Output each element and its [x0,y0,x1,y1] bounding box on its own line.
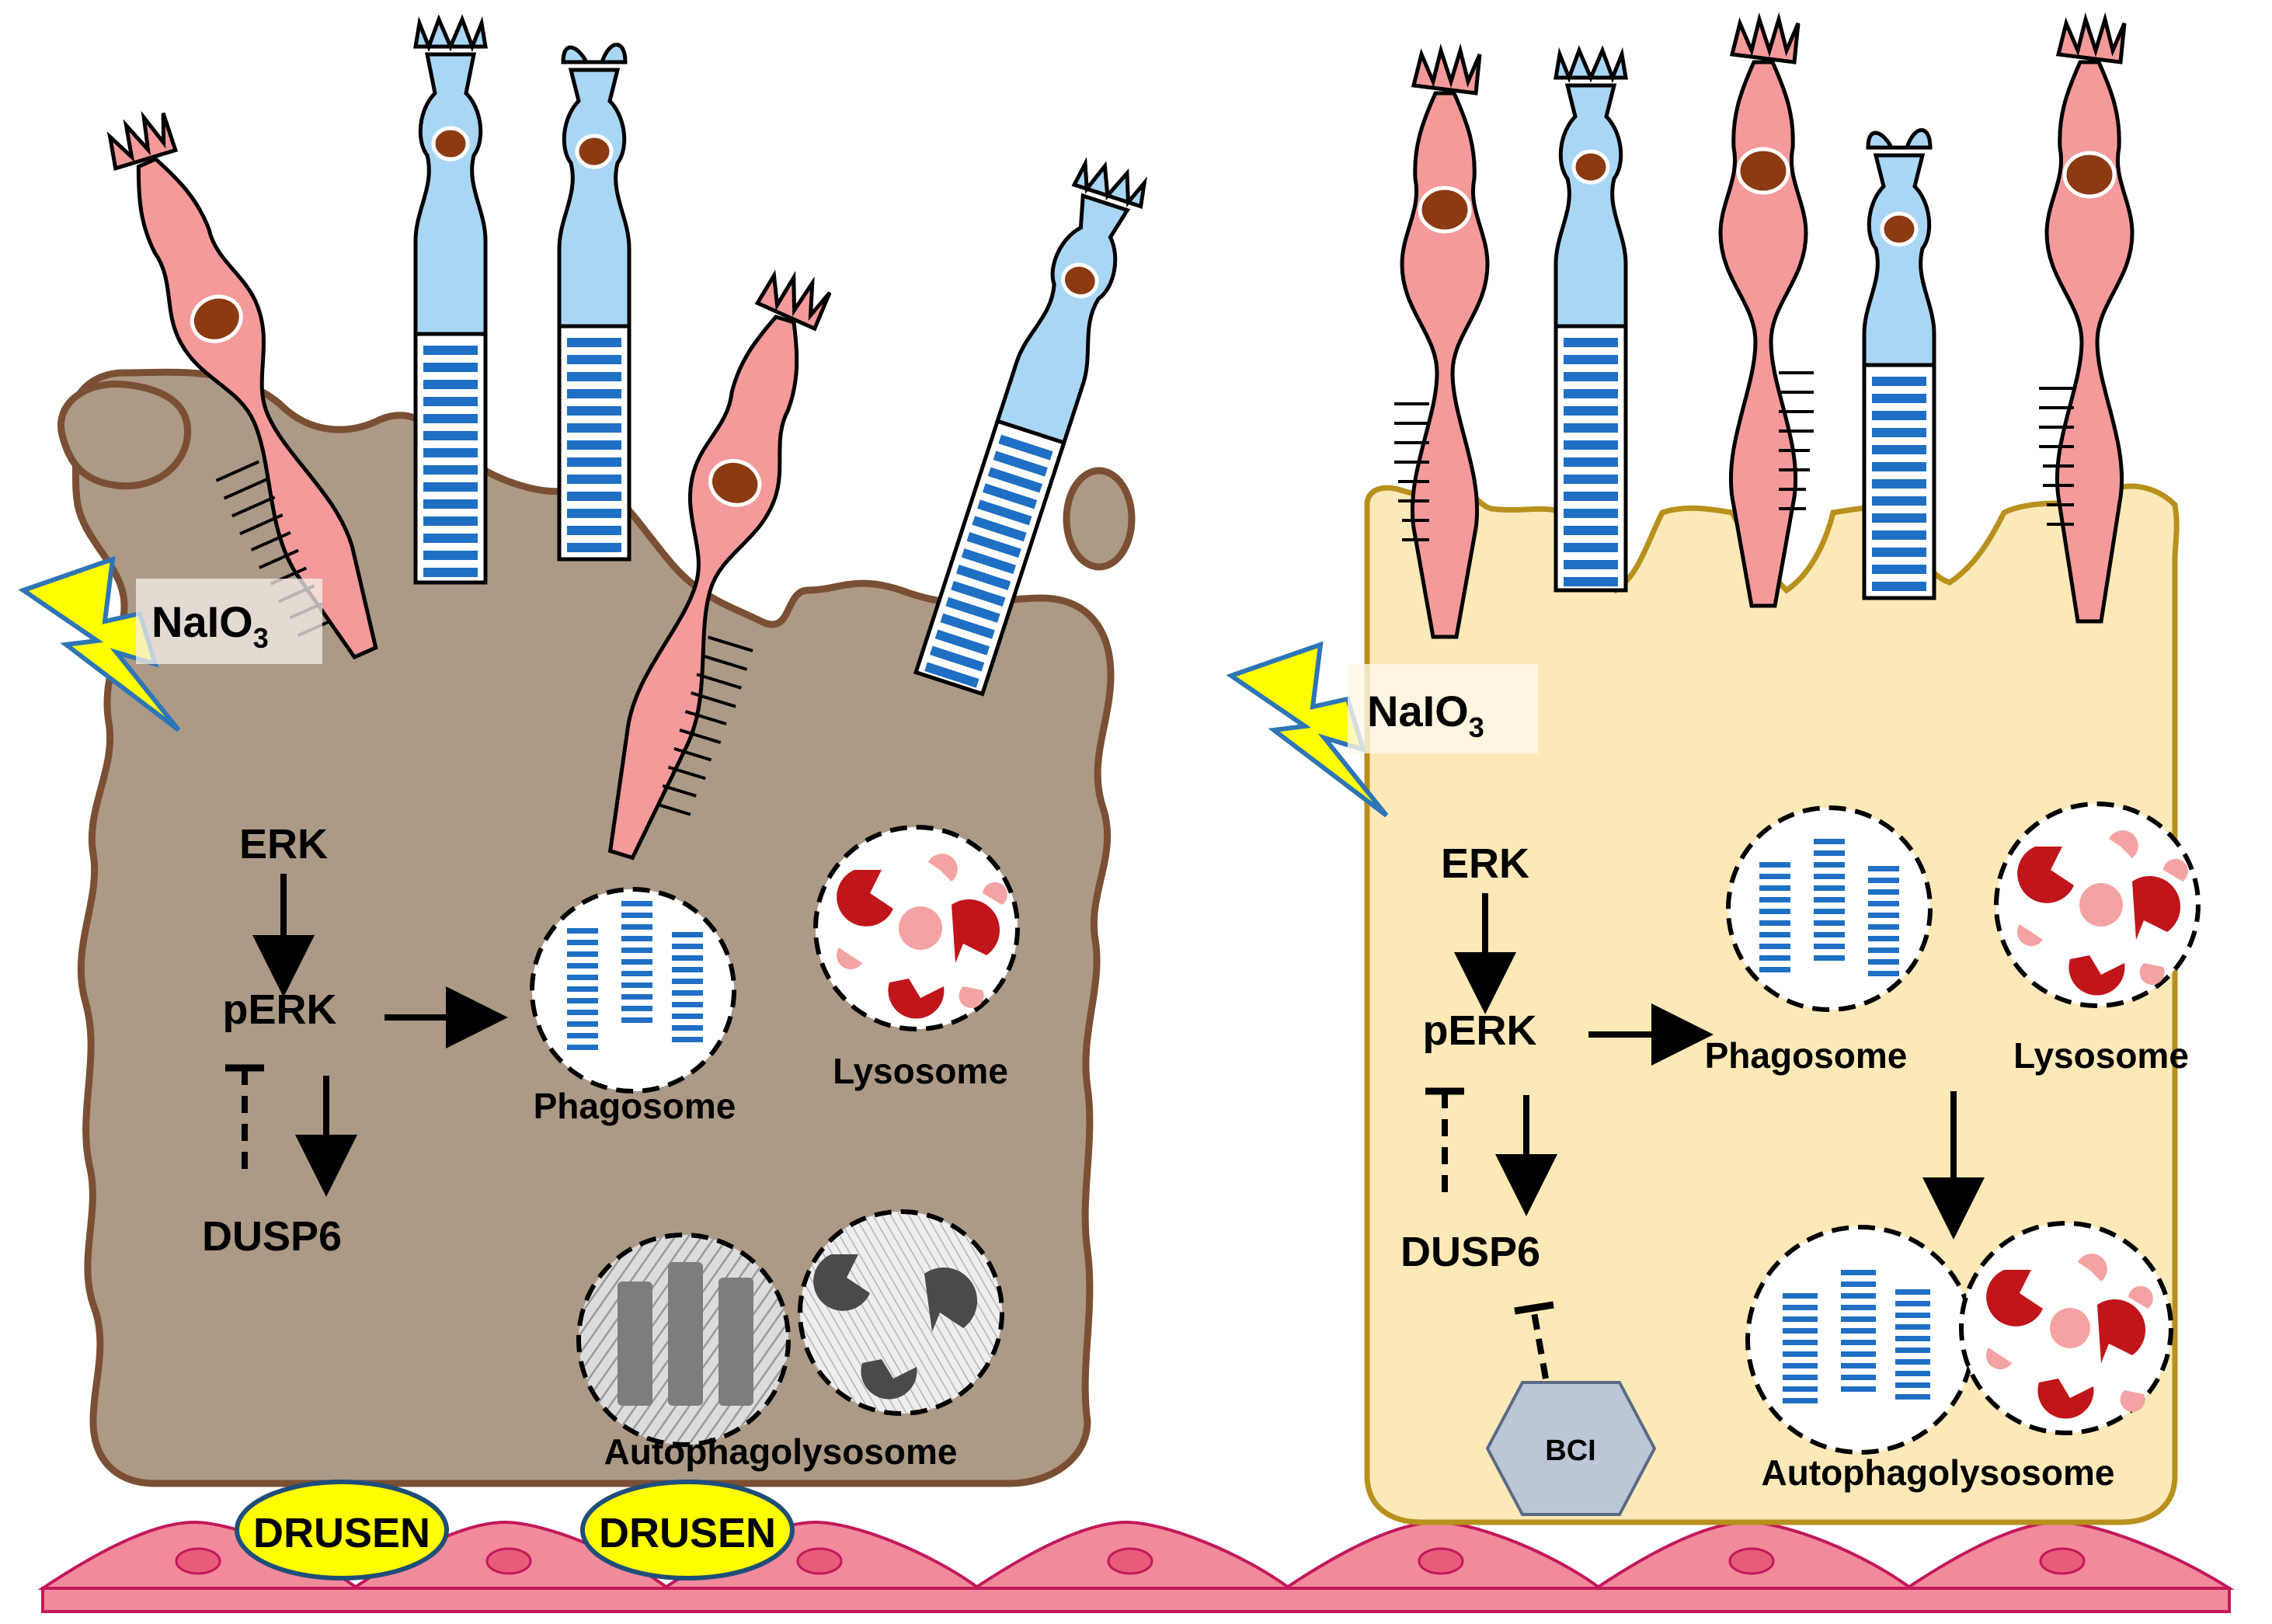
autophagolysosome-label: Autophagolysosome [1762,1452,2115,1493]
dusp6-label: DUSP6 [1400,1229,1540,1275]
drusen-label: DRUSEN [253,1510,430,1556]
stress-label-box: NaIO3 [1348,664,1538,753]
cone-photoreceptor [607,270,832,861]
stress-label-text: NaIO [1367,687,1469,735]
autophagolysosome [1745,1221,2173,1455]
cone-photoreceptor [106,110,378,660]
stress-label-box: NaIO3 [136,579,322,664]
lysosome-label: Lysosome [833,1051,1008,1091]
drusen-deposit: DRUSEN [235,1480,449,1581]
inhibition-bar [1514,1301,1554,1315]
phagosome-label: Phagosome [1705,1035,1908,1076]
erk-label: ERK [239,821,328,868]
rod-photoreceptor [557,43,631,562]
drusen-label: DRUSEN [599,1510,776,1556]
lysosome-label: Lysosome [2013,1035,2189,1076]
stress-label-subscript: 3 [1469,711,1484,743]
svg-text:NaIO3: NaIO3 [151,597,269,654]
phagosome [530,887,736,1094]
rod-photoreceptor [413,14,488,585]
stress-label-text: NaIO [151,597,253,646]
phagosome-label: Phagosome [534,1086,736,1126]
drusen-deposit: DRUSEN [580,1480,795,1581]
cone-photoreceptor [1718,12,1814,608]
cone-photoreceptor [2039,12,2135,624]
rod-photoreceptor [1554,45,1628,593]
erk-label: ERK [1441,840,1529,887]
bci-inhibits-dusp6-line [1531,1312,1549,1379]
bci-inhibitor-hexagon: BCI [1485,1381,1657,1516]
bci-label: BCI [1545,1434,1595,1467]
phagosome [1726,805,1933,1012]
lysosome [813,825,1020,1031]
lysosome [1994,802,2201,1008]
rod-photoreceptor [913,156,1147,697]
autophagolysosome-degraded [576,1209,1004,1447]
dusp6-label: DUSP6 [202,1213,342,1260]
lightning-bolt-icon [1226,641,1389,818]
rod-photoreceptor [1862,128,1936,600]
cone-photoreceptor [1394,43,1490,639]
perk-label: pERK [1423,1007,1537,1054]
autophagolysosome-label: Autophagolysosome [604,1431,958,1472]
svg-text:NaIO3: NaIO3 [1367,687,1484,743]
stress-label-subscript: 3 [253,622,269,654]
perk-label: pERK [223,986,337,1033]
healthy-rpe-cell [1364,483,2180,1525]
